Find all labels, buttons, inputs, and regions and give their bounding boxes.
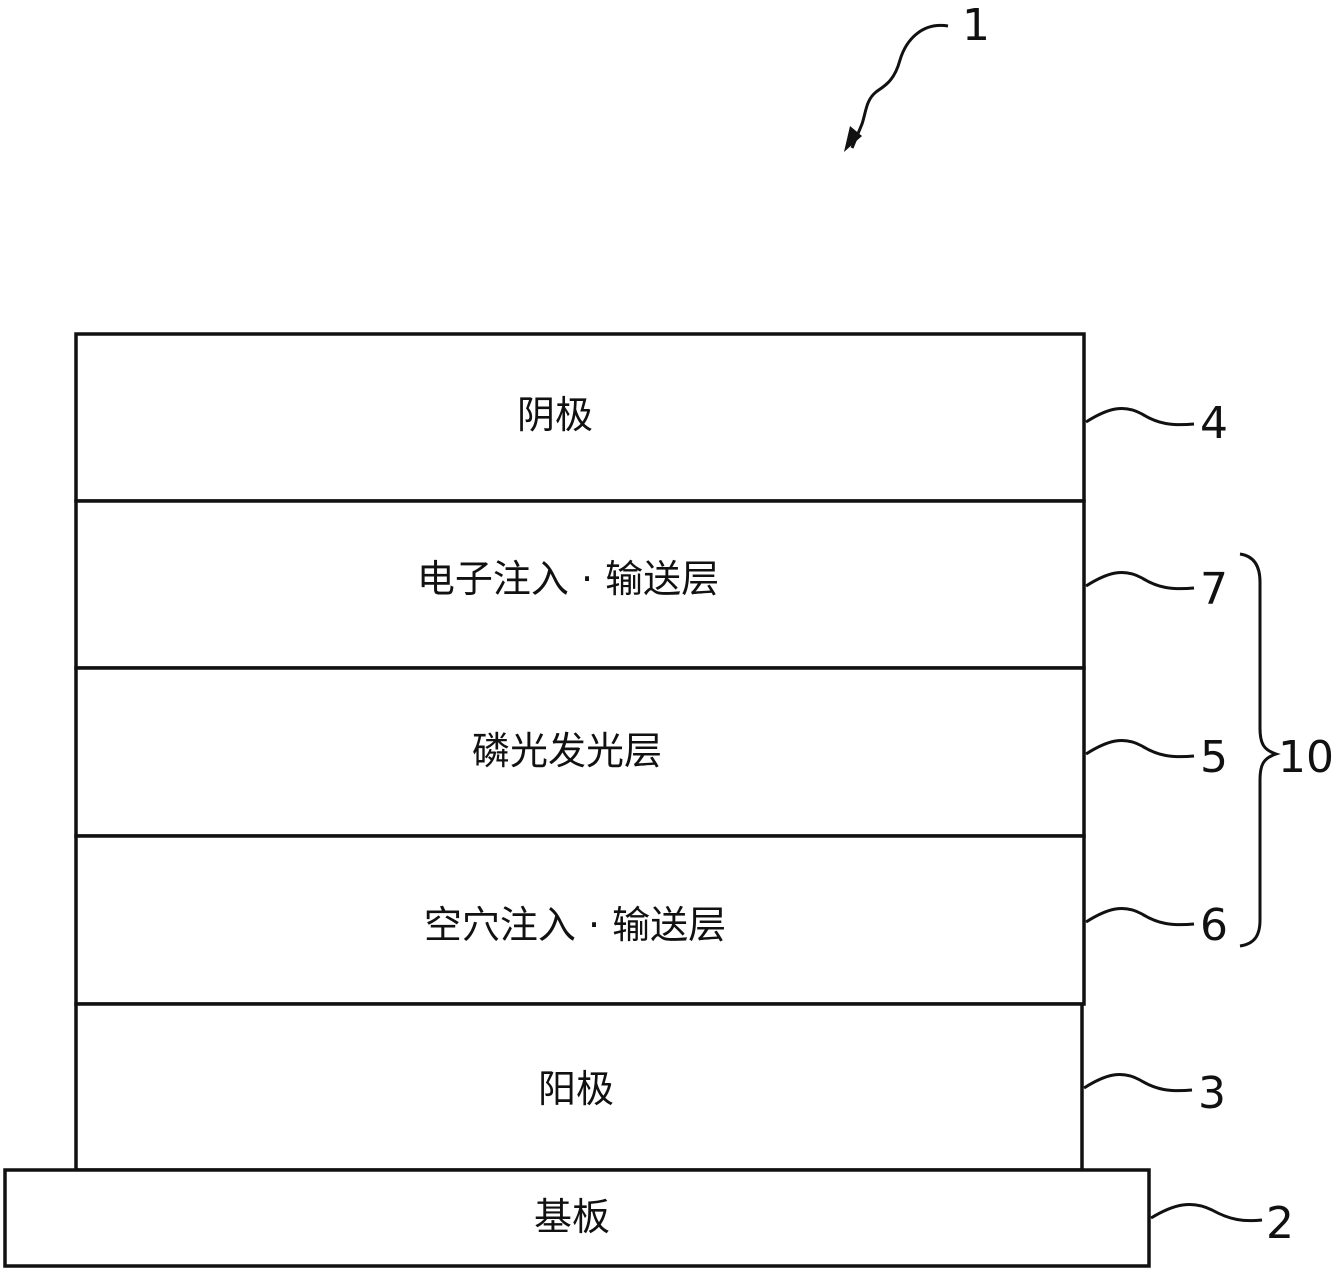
device-ref-number: 1 xyxy=(962,0,990,51)
leader-2 xyxy=(1151,1204,1262,1220)
leader-4 xyxy=(1086,408,1194,424)
leader-3 xyxy=(1084,1074,1192,1090)
leader-6 xyxy=(1086,908,1194,924)
leader-5 xyxy=(1086,740,1194,756)
group-brace: 10 xyxy=(1240,554,1334,946)
ref-number-3: 3 xyxy=(1198,1068,1226,1119)
anode-label: 阳极 xyxy=(538,1067,614,1111)
device-callout: 1 xyxy=(844,0,990,152)
ref-number-7: 7 xyxy=(1200,564,1228,615)
brace-icon xyxy=(1240,554,1276,946)
electron-layer-label: 电子注入 · 输送层 xyxy=(417,557,719,601)
ref-number-2: 2 xyxy=(1266,1198,1294,1249)
ref-number-4: 4 xyxy=(1200,398,1228,449)
device-wavy-arrow xyxy=(852,25,948,148)
reference-leaders: 4 7 5 6 3 2 xyxy=(1084,398,1294,1249)
group-ref-number: 10 xyxy=(1278,732,1334,783)
substrate-label: 基板 xyxy=(534,1195,610,1239)
layer-stack: 阴极 电子注入 · 输送层 磷光发光层 空穴注入 · 输送层 阳极 基板 xyxy=(5,334,1149,1266)
cathode-label: 阴极 xyxy=(517,393,593,437)
ref-number-6: 6 xyxy=(1200,900,1228,951)
emitting-layer-label: 磷光发光层 xyxy=(472,729,662,773)
ref-number-5: 5 xyxy=(1200,732,1228,783)
hole-layer-label: 空穴注入 · 输送层 xyxy=(424,903,726,947)
leader-7 xyxy=(1086,572,1194,588)
